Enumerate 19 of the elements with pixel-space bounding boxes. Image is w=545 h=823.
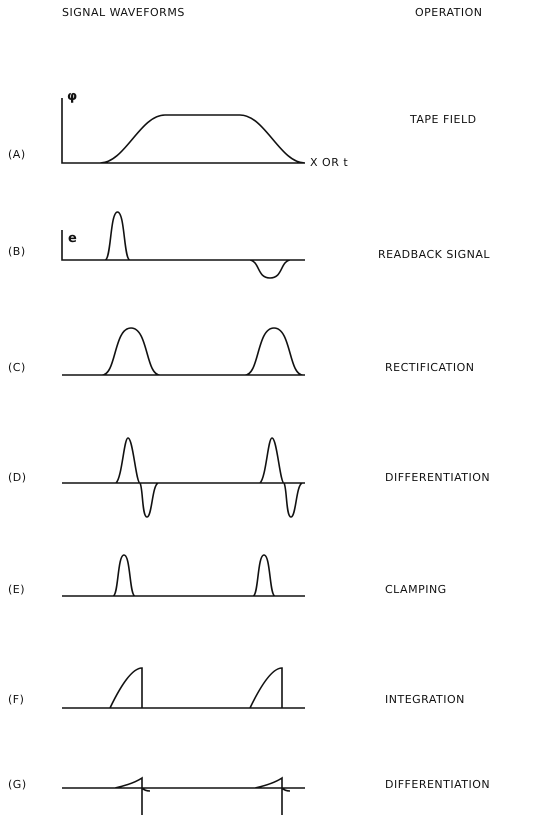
row-letter: (F) — [8, 693, 24, 706]
operation-label: RECTIFICATION — [385, 361, 475, 374]
axis-label: e — [68, 232, 78, 245]
row-letter: (A) — [8, 148, 26, 161]
row-letter: (B) — [8, 245, 26, 258]
column-heading: OPERATION — [415, 6, 482, 19]
axis-label: X OR t — [310, 156, 348, 169]
operation-label: DIFFERENTIATION — [385, 471, 490, 484]
operation-label: READBACK SIGNAL — [378, 248, 490, 261]
axis-label: φ — [67, 90, 78, 103]
operation-label: DIFFERENTIATION — [385, 778, 490, 791]
operation-label: INTEGRATION — [385, 693, 465, 706]
row-letter: (E) — [8, 583, 26, 596]
operation-label: CLAMPING — [385, 583, 447, 596]
operation-label: TAPE FIELD — [410, 113, 477, 126]
row-letter: (C) — [8, 361, 26, 374]
row-letter: (G) — [8, 778, 27, 791]
column-heading: SIGNAL WAVEFORMS — [62, 6, 185, 19]
row-letter: (D) — [8, 471, 27, 484]
